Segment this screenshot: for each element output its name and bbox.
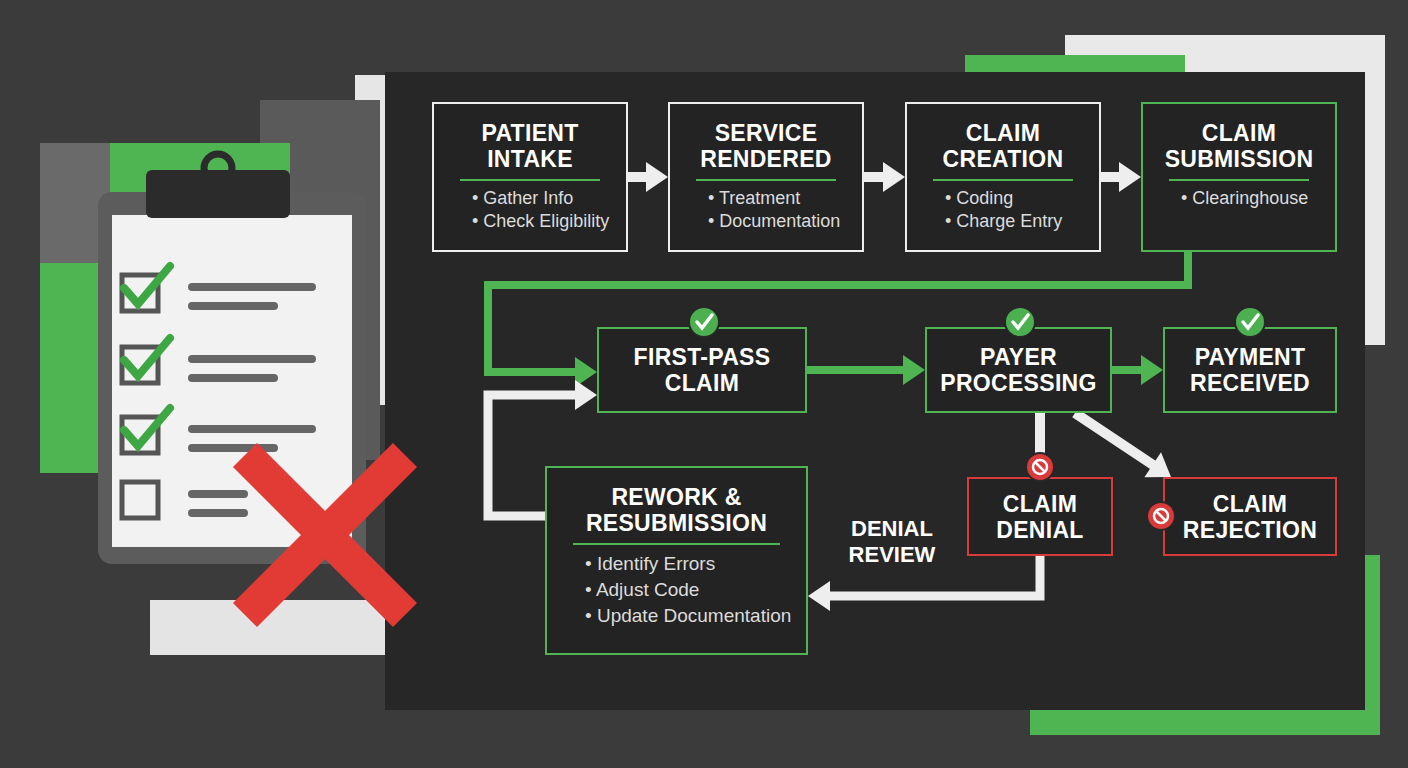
no-icon	[1026, 453, 1054, 481]
check-mark	[1243, 315, 1258, 328]
box-heading: REWORK & RESUBMISSION	[557, 484, 796, 536]
check-icon	[689, 307, 719, 337]
box-heading: CLAIM DENIAL	[979, 491, 1101, 543]
box-heading: PAYMENT RECEIVED	[1175, 344, 1325, 396]
clipboard-clip	[146, 170, 290, 218]
status-box: CLAIM DENIAL	[967, 477, 1113, 556]
text-line	[188, 283, 316, 291]
heading-rule	[460, 179, 600, 181]
flow-connector	[1075, 413, 1171, 477]
flow-connector	[628, 162, 668, 192]
status-box: CLAIM REJECTION	[1163, 477, 1337, 556]
bullet-item: • Charge Entry	[917, 210, 1089, 233]
process-box: REWORK & RESUBMISSION• Identify Errors• …	[545, 466, 808, 655]
checkbox	[122, 482, 158, 518]
heading-rule	[1169, 179, 1309, 181]
box-heading: SERVICE RENDERED	[680, 120, 852, 172]
flow-connector	[864, 162, 905, 192]
check-mark	[124, 266, 170, 304]
text-line	[188, 509, 248, 517]
check-circle	[1235, 307, 1265, 337]
box-heading: PAYER PROCESSING	[937, 344, 1100, 396]
check-icon	[1005, 307, 1035, 337]
bullet-item: • Clearinghouse	[1153, 187, 1325, 210]
bullet-item: • Treatment	[680, 187, 852, 210]
arrow-head	[1119, 162, 1141, 192]
process-box: PATIENT INTAKE • Gather Info• Check Eligi…	[432, 102, 628, 252]
edge-label: DENIAL REVIEW	[832, 516, 952, 568]
arrow-head	[883, 162, 905, 192]
arrow-head	[1144, 452, 1171, 477]
bullet-item: • Documentation	[680, 210, 852, 233]
diagram-panel	[385, 72, 1365, 710]
no-ring	[1154, 509, 1168, 523]
no-ring	[1033, 460, 1047, 474]
check-icon	[1235, 307, 1265, 337]
connector-line	[807, 366, 910, 374]
text-line	[188, 302, 278, 310]
flow-connector	[1101, 162, 1141, 192]
status-box: FIRST-PASS CLAIM	[597, 327, 807, 413]
bullet-item: • Adjust Code	[557, 577, 796, 603]
box-heading: CLAIM SUBMISSION	[1153, 120, 1325, 172]
clipboard-board	[98, 192, 366, 564]
no-slash	[1035, 462, 1045, 472]
clipboard-ring	[204, 154, 232, 182]
text-line	[188, 355, 316, 363]
box-heading: CLAIM REJECTION	[1175, 491, 1325, 543]
arrow-head	[646, 162, 668, 192]
bullet-item: • Update Documentation	[557, 603, 796, 629]
text-line	[188, 425, 316, 433]
process-box: SERVICE RENDERED • Treatment• Documentati…	[668, 102, 864, 252]
check-mark	[124, 338, 170, 376]
check-mark	[697, 315, 712, 328]
arrow-head	[808, 581, 830, 611]
check-circle	[1005, 307, 1035, 337]
text-line	[188, 374, 278, 382]
check-circle	[689, 307, 719, 337]
heading-rule	[573, 543, 780, 545]
connector-line	[1075, 413, 1158, 468]
red-x	[245, 455, 405, 615]
process-box: CLAIM CREATION • Coding• Charge Entry	[905, 102, 1101, 252]
clipboard-paper	[112, 215, 352, 547]
arrow-head	[575, 380, 597, 410]
bullet-item: • Coding	[917, 187, 1089, 210]
arrow-head	[903, 355, 925, 385]
no-slash	[1156, 511, 1166, 521]
process-box: CLAIM SUBMISSION • Clearinghouse	[1141, 102, 1337, 252]
box-heading: CLAIM CREATION	[917, 120, 1089, 172]
no-circle	[1026, 453, 1054, 481]
bullet-item: • Gather Info	[444, 187, 616, 210]
box-heading: PATIENT INTAKE	[444, 120, 616, 172]
flow-connector	[1112, 355, 1163, 385]
check-mark	[124, 408, 170, 446]
box-heading: FIRST-PASS CLAIM	[609, 344, 795, 396]
arrow-head	[1141, 355, 1163, 385]
text-line	[188, 490, 248, 498]
check-mark	[1013, 315, 1028, 328]
flow-connector	[807, 355, 925, 385]
no-icon	[1147, 502, 1175, 530]
bullet-item: • Check Eligibility	[444, 210, 616, 233]
no-circle	[1147, 502, 1175, 530]
bullet-item: • Identify Errors	[557, 551, 796, 577]
status-box: PAYMENT RECEIVED	[1163, 327, 1337, 413]
heading-rule	[696, 179, 836, 181]
heading-rule	[933, 179, 1073, 181]
status-box: PAYER PROCESSING	[925, 327, 1112, 413]
